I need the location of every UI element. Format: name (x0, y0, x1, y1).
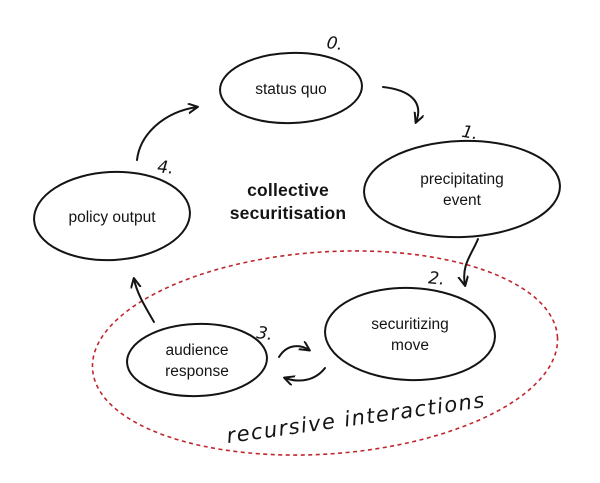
audience-response-label-line2: response (165, 363, 229, 380)
step-number-3: 3. (255, 323, 274, 345)
audience-response-ellipse (126, 322, 268, 398)
arrow-audience-response-to-policy-output (134, 279, 155, 323)
arrow-securitizing-move-to-audience-response (285, 367, 326, 381)
step-number-0: 0. (325, 33, 344, 55)
step-number-4: 4. (156, 157, 174, 178)
precipitating-event-label-line1: precipitating (420, 171, 504, 188)
arrow-status-quo-to-precipitating-event (382, 86, 418, 122)
policy-output-ellipse (33, 170, 191, 262)
arrow-policy-output-to-status-quo (136, 107, 197, 161)
securitizing-move-label-line1: securitizing (371, 316, 449, 333)
precipitating-event-ellipse (363, 139, 561, 239)
diagram-title-line2: securitisation (230, 203, 347, 223)
audience-response-label-line1: audience (166, 342, 229, 359)
securitizing-move-ellipse (324, 286, 496, 382)
step-number-1: 1. (460, 122, 479, 145)
policy-output-label: policy output (68, 209, 156, 226)
arrow-precipitating-event-to-securitizing-move (464, 238, 479, 285)
status-quo-ellipse (219, 51, 363, 125)
diagram-title-line1: collective (247, 180, 329, 200)
precipitating-event-label-line2: event (443, 192, 482, 209)
recursive-region-outline (91, 250, 559, 456)
recursive-interactions-annotation: recursive interactions (225, 388, 487, 448)
step-number-2: 2. (427, 268, 445, 289)
arrow-audience-response-to-securitizing-move (278, 346, 309, 358)
status-quo-label: status quo (255, 81, 327, 98)
securitizing-move-label-line2: move (391, 337, 429, 354)
